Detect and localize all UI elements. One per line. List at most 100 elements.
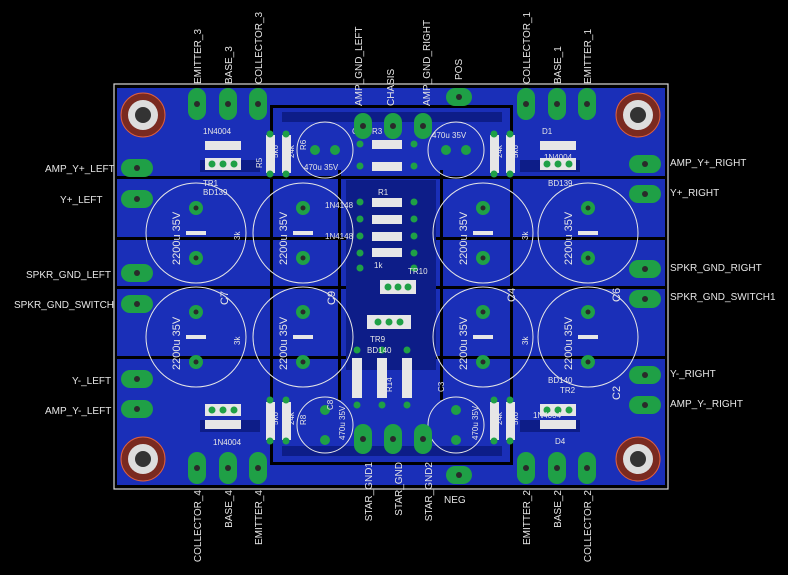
right-pads <box>629 155 661 414</box>
cap-value: 2200u 35V <box>171 211 183 265</box>
label-spkr-gnd-switch: SPKR_GND_SWITCH <box>14 300 114 311</box>
part-label: BD139 <box>203 188 228 197</box>
small-capacitors: 470u 35V 470u 35V C11 470u 35V 470u 35V … <box>296 121 485 454</box>
label-yplus-left: Y+_LEFT <box>60 195 103 206</box>
part-label: 3k <box>233 231 242 240</box>
cap-value: 470u 35V <box>432 131 467 140</box>
part-label: 1N4148 <box>325 232 354 241</box>
label-chasis: CHASIS <box>386 68 397 106</box>
bottom-pads <box>188 424 596 484</box>
part-label: 3k <box>233 336 242 345</box>
cap-ref: C2 <box>611 386 623 400</box>
cap-value: 2200u 35V <box>278 316 290 370</box>
part-label: 24k <box>495 411 504 425</box>
big-cap-labels: 2200u 35V 2200u 35V 2200u 35V 2200u 35V … <box>171 211 623 400</box>
big-capacitors <box>145 182 639 388</box>
part-label: 5k6 <box>511 412 520 425</box>
part-label: 1N4004 <box>213 438 242 447</box>
cap-value: 2200u 35V <box>171 316 183 370</box>
edge-labels-top: EMITTER_3 BASE_3 COLLECTOR_3 AMP_GND_LEF… <box>193 11 594 106</box>
label-pos: POS <box>454 59 465 80</box>
label-collector-4: COLLECTOR_4 <box>193 490 204 563</box>
label-collector-3: COLLECTOR_3 <box>254 11 265 84</box>
label-spkr-gnd-switch1: SPKR_GND_SWITCH1 <box>670 292 776 303</box>
part-label: R5 <box>255 157 264 168</box>
mount-hole-icon <box>120 92 166 138</box>
part-label: R8 <box>299 414 308 425</box>
label-star-gnd: STAR_GND <box>394 462 405 516</box>
part-label: D4 <box>555 437 566 446</box>
label-collector-2: COLLECTOR_2 <box>583 490 594 563</box>
label-emitter-1: EMITTER_1 <box>583 29 594 84</box>
top-pads <box>188 88 596 139</box>
left-pads <box>121 159 153 418</box>
cap-ref: C4 <box>506 288 518 302</box>
part-label: DC <box>383 141 395 150</box>
cap-ref: C3 <box>437 381 446 392</box>
part-label: 5k6 <box>271 145 280 158</box>
part-label: 1k <box>374 261 383 270</box>
label-yminus-left: Y-_LEFT <box>72 376 111 387</box>
part-label: 1N4004 <box>203 127 232 136</box>
edge-labels-left: AMP_Y+_LEFT Y+_LEFT SPKR_GND_LEFT SPKR_G… <box>14 164 115 417</box>
label-neg: NEG <box>444 495 466 506</box>
label-base-4: BASE_4 <box>224 490 235 528</box>
cap-value: 470u 35V <box>304 163 339 172</box>
label-star-gnd1: STAR_GND1 <box>364 462 375 522</box>
label-emitter-3: EMITTER_3 <box>193 29 204 84</box>
cap-value: 2200u 35V <box>458 211 470 265</box>
label-amp-yminus-left: AMP_Y-_LEFT <box>45 406 111 417</box>
part-label: BD140 <box>548 376 573 385</box>
small-components <box>205 130 576 445</box>
part-label: R3 <box>372 127 383 136</box>
part-label: TR9 <box>370 335 386 344</box>
cap-ref: C8 <box>326 399 335 410</box>
cap-value: 2200u 35V <box>458 316 470 370</box>
label-spkr-gnd-left: SPKR_GND_LEFT <box>26 270 111 281</box>
part-label: 24k <box>287 144 296 158</box>
label-yminus-right: Y-_RIGHT <box>670 369 716 380</box>
part-label: D1 <box>542 127 553 136</box>
cap-value: 470u 35V <box>338 405 347 440</box>
mount-hole-icon <box>615 436 661 482</box>
label-base-1: BASE_1 <box>553 46 564 84</box>
cap-value: 2200u 35V <box>278 211 290 265</box>
cap-value: 2200u 35V <box>563 211 575 265</box>
label-amp-yplus-right: AMP_Y+_RIGHT <box>670 158 746 169</box>
mount-hole-icon <box>120 436 166 482</box>
label-amp-yplus-left: AMP_Y+_LEFT <box>45 164 115 175</box>
part-label: 1N4004 <box>544 153 573 162</box>
cap-value: 2200u 35V <box>563 316 575 370</box>
label-emitter-2: EMITTER_2 <box>522 490 533 545</box>
mounting-holes <box>120 92 661 482</box>
part-label: TR1 <box>203 179 219 188</box>
label-base-2: BASE_2 <box>553 490 564 528</box>
edge-labels-bottom: COLLECTOR_4 BASE_4 EMITTER_4 STAR_GND1 S… <box>193 462 594 563</box>
label-base-3: BASE_3 <box>224 46 235 84</box>
part-label: 1N4148 <box>325 201 354 210</box>
part-label: 24k <box>287 411 296 425</box>
part-label: 3k <box>521 336 530 345</box>
part-label: 1N4004 <box>533 411 562 420</box>
cap-ref: C9 <box>326 291 338 305</box>
part-label: 24k <box>495 144 504 158</box>
part-label: R1 <box>378 188 389 197</box>
label-yplus-right: Y+_RIGHT <box>670 188 719 199</box>
part-label: 3k <box>521 231 530 240</box>
part-label: R6 <box>299 139 308 150</box>
label-spkr-gnd-right: SPKR_GND_RIGHT <box>670 263 762 274</box>
label-star-gnd2: STAR_GND2 <box>424 462 435 522</box>
part-label: TR2 <box>560 386 576 395</box>
label-amp-gnd-left: AMP_GND_LEFT <box>354 27 365 106</box>
mount-hole-icon <box>615 92 661 138</box>
cap-ref: C6 <box>611 288 623 302</box>
part-label: R14 <box>385 377 394 392</box>
part-label: 5k6 <box>271 412 280 425</box>
part-label: TR10 <box>408 267 428 276</box>
label-amp-yminus-right: AMP_Y-_RIGHT <box>670 399 743 410</box>
label-amp-gnd-right: AMP_GND_RIGHT <box>422 20 433 106</box>
label-emitter-4: EMITTER_4 <box>254 490 265 545</box>
label-collector-1: COLLECTOR_1 <box>522 11 533 84</box>
part-label: 5k6 <box>511 145 520 158</box>
